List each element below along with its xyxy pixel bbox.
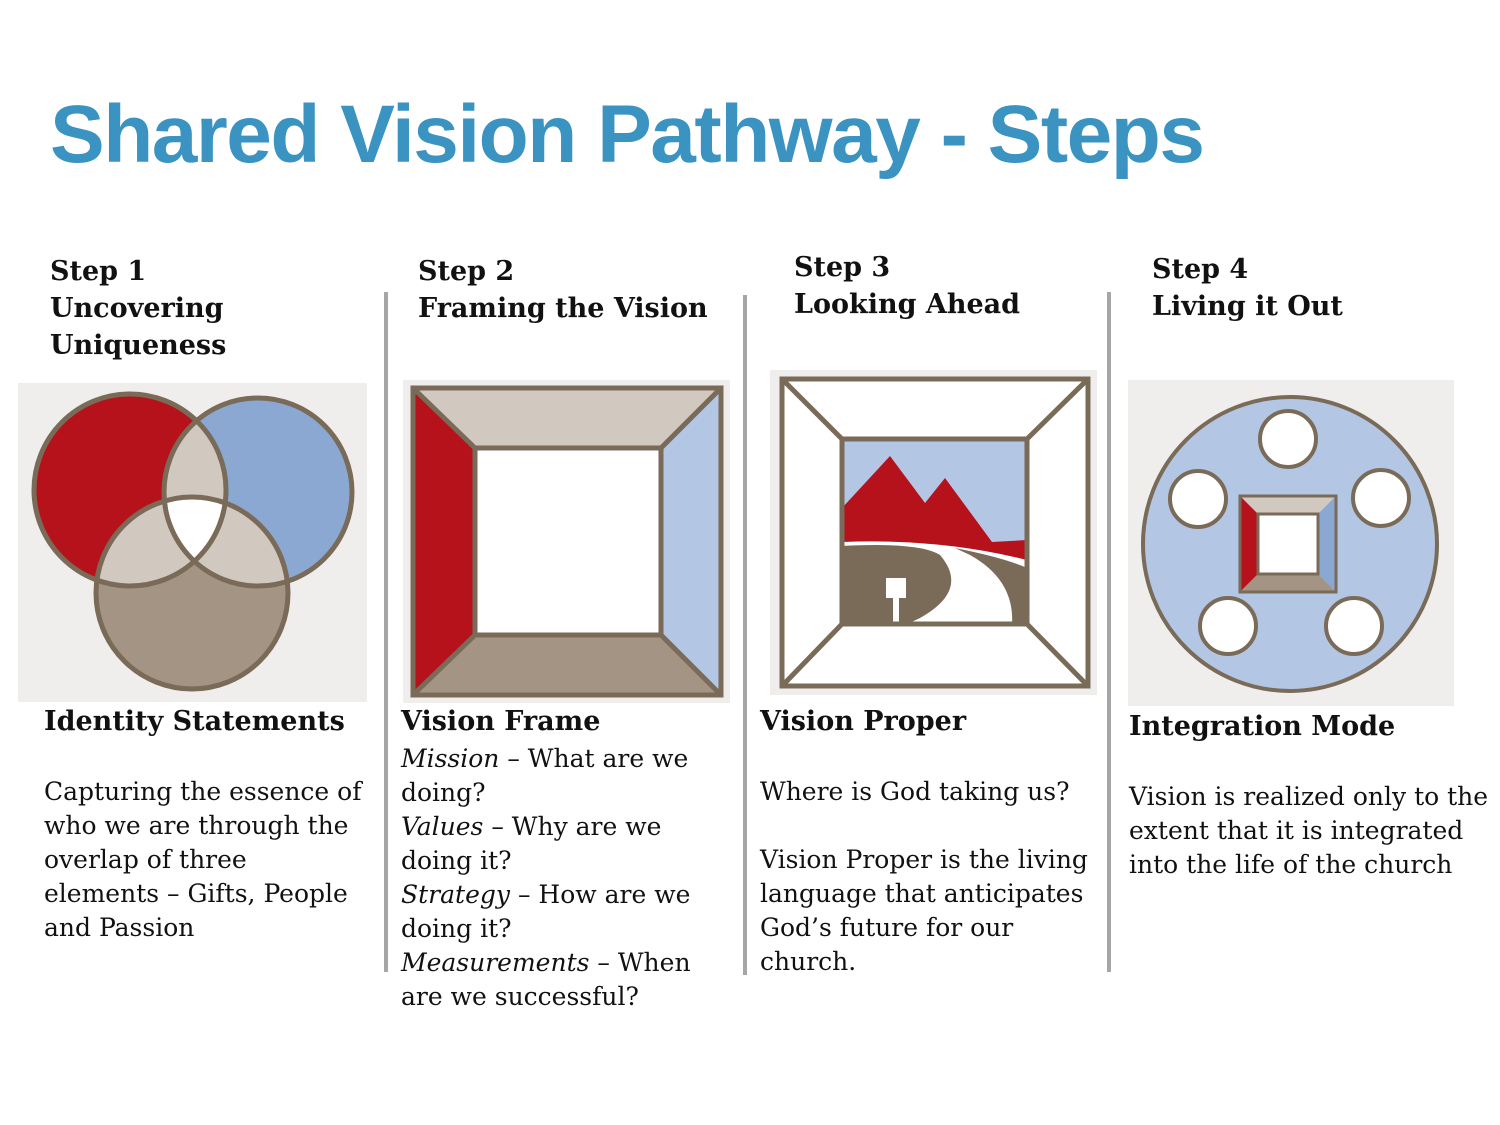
vision-frame-icon — [403, 380, 730, 703]
identity-statements-description: Capturing the essence of who we are thro… — [44, 777, 362, 942]
integration-mode-heading: Integration Mode — [1129, 711, 1396, 742]
vision-frame-list: Mission – What are we doing? Values – Wh… — [401, 742, 731, 1014]
item-text: – What are we doing? — [401, 744, 689, 807]
identity-statements-heading: Identity Statements — [44, 706, 345, 737]
column-divider — [1107, 292, 1111, 972]
step-label: Step 4 — [1152, 254, 1249, 285]
vision-frame-item: Mission – What are we doing? — [401, 742, 731, 810]
vision-proper-description: Vision Proper is the living language tha… — [760, 845, 1088, 976]
vision-frame-heading: Vision Frame — [401, 706, 601, 737]
venn-diagram-icon — [18, 383, 367, 702]
vision-frame-item: Strategy – How are we doing it? — [401, 878, 731, 946]
step-2-header: Step 2 Framing the Vision — [418, 253, 708, 327]
step-name-line: Living it Out — [1152, 291, 1343, 322]
vision-proper-icon — [770, 370, 1097, 695]
step-1-header: Step 1 Uncovering Uniqueness — [50, 253, 226, 364]
step-name-line: Looking Ahead — [794, 289, 1021, 320]
step-4-header: Step 4 Living it Out — [1152, 251, 1343, 325]
step-label: Step 1 — [50, 256, 147, 287]
item-term: Mission — [401, 744, 500, 773]
slide-title: Shared Vision Pathway - Steps — [50, 89, 1205, 180]
step-label: Step 3 — [794, 252, 891, 283]
vision-proper-heading: Vision Proper — [760, 706, 967, 737]
item-term: Measurements — [401, 948, 590, 977]
vision-proper-question: Where is God taking us? — [760, 777, 1070, 806]
item-text: – How are we doing it? — [401, 880, 691, 943]
step-label: Step 2 — [418, 256, 515, 287]
column-divider — [384, 292, 388, 972]
item-term: Strategy — [401, 880, 510, 909]
step-name-line: Uniqueness — [50, 330, 227, 361]
item-term: Values — [401, 812, 484, 841]
step-3-header: Step 3 Looking Ahead — [794, 249, 1020, 323]
integration-mode-icon — [1128, 380, 1454, 706]
item-text: – When are we successful? — [401, 948, 691, 1011]
step-name-line: Uncovering — [50, 293, 224, 324]
step-name-line: Framing the Vision — [418, 293, 708, 324]
column-divider — [743, 295, 747, 975]
vision-frame-item: Measurements – When are we successful? — [401, 946, 731, 1014]
vision-frame-item: Values – Why are we doing it? — [401, 810, 731, 878]
item-text: – Why are we doing it? — [401, 812, 662, 875]
integration-mode-description: Vision is realized only to the extent th… — [1129, 782, 1489, 879]
